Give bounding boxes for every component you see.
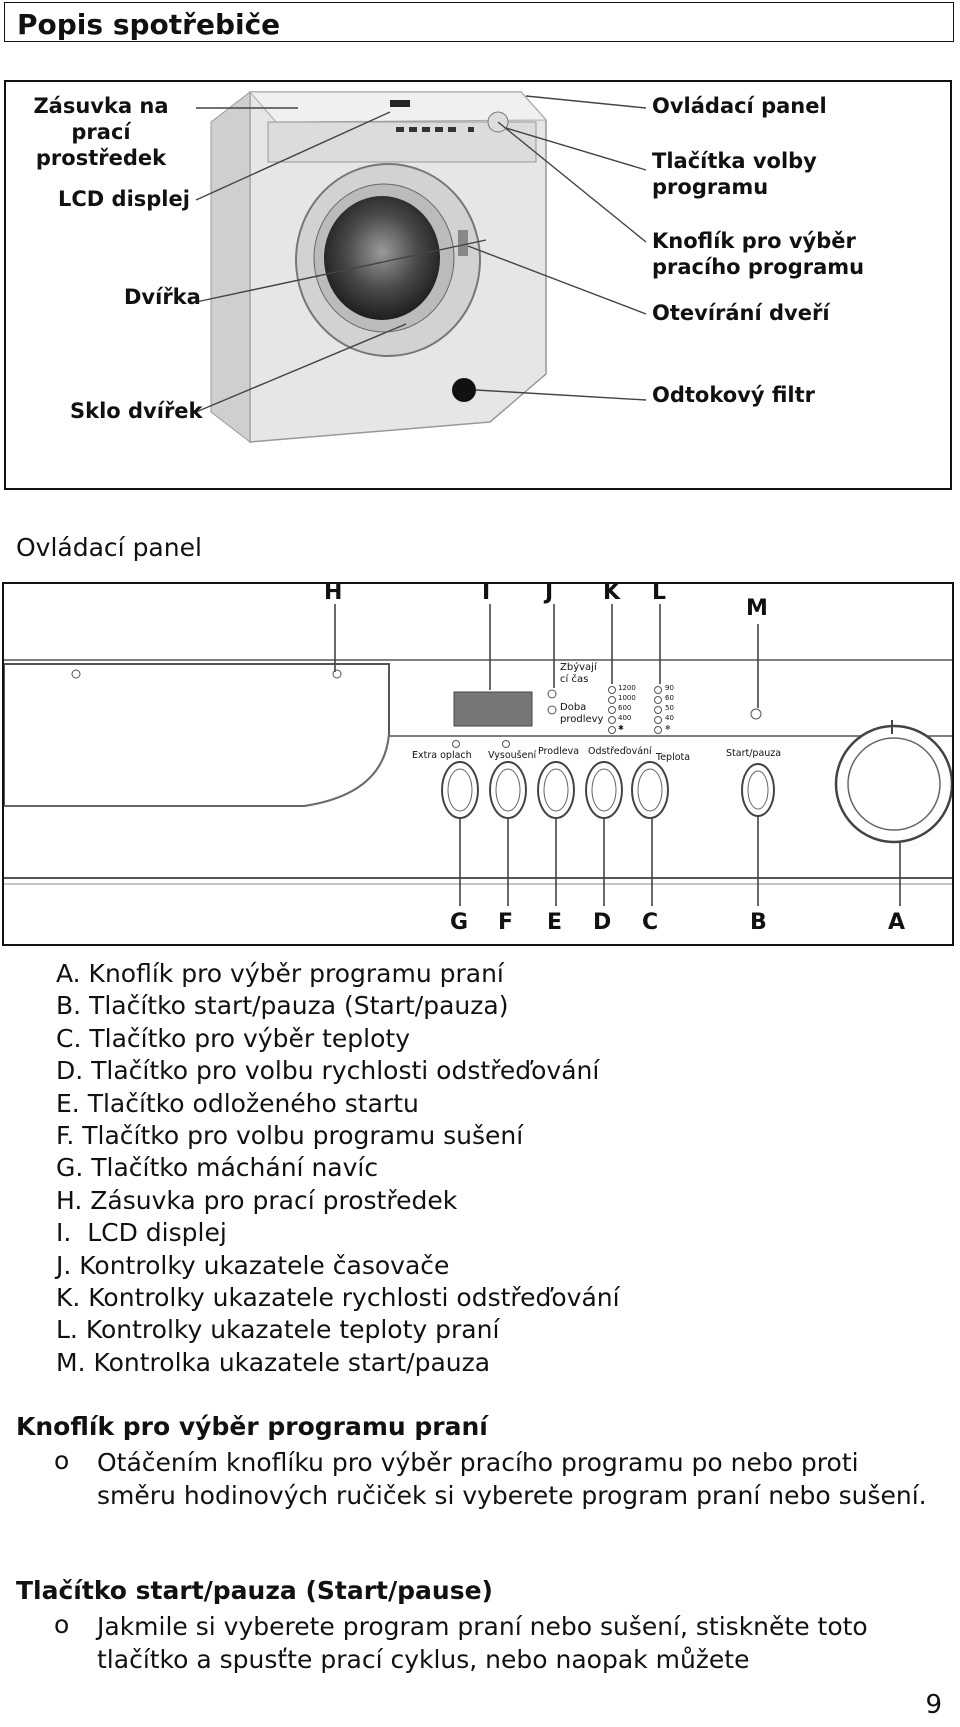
button-label-start-pause: Start/pauza — [726, 748, 782, 759]
spin-value-1000: 1000 — [618, 694, 636, 702]
legend-item: E. Tlačítko odloženého startu — [56, 1088, 419, 1118]
temp-value-90: 90 — [665, 684, 674, 692]
start-section-heading: Tlačítko start/pauza (Start/pause) — [16, 1576, 493, 1605]
spin-value-no-spin: ✱ — [618, 724, 624, 732]
legend-item: J. Kontrolky ukazatele časovače — [56, 1250, 450, 1280]
knob-section-text: Otáčením knoflíku pro výběr pracího prog… — [97, 1448, 927, 1510]
letter-m: M — [746, 596, 768, 621]
letter-d: D — [593, 910, 612, 935]
temp-value-60: 60 — [665, 694, 674, 702]
timer-label-delay: Doba prodlevy — [560, 702, 604, 725]
legend-item: A. Knoflík pro výběr programu praní — [56, 959, 504, 988]
letter-l: L — [652, 582, 667, 605]
control-panel-heading: Ovládací panel — [16, 533, 202, 562]
spin-value-1200: 1200 — [618, 684, 636, 692]
letter-i: I — [482, 582, 491, 605]
button-label-extra-rinse: Extra oplach — [412, 750, 472, 761]
timer-label-remaining: Zbývají cí čas — [560, 662, 597, 685]
page-heading: Popis spotřebiče — [17, 8, 281, 41]
label-detergent-drawer: Zásuvka na prací prostředek — [33, 94, 169, 170]
page-number: 9 — [925, 1690, 942, 1720]
label-door: Dvířka — [124, 285, 201, 309]
legend-item: F. Tlačítko pro volbu programu sušení — [56, 1120, 524, 1150]
appliance-figure: Zásuvka na prací prostředek LCD displej … — [4, 80, 952, 490]
label-program-buttons: Tlačítka volby programu — [652, 149, 817, 199]
label-lcd-display: LCD displej — [58, 187, 190, 211]
washing-machine-illustration — [195, 90, 647, 444]
temp-value-50: 50 — [665, 704, 674, 712]
letter-a: A — [888, 910, 906, 935]
letter-h: H — [324, 582, 343, 605]
legend-item: G. Tlačítko máchání navíc — [56, 1153, 379, 1183]
legend-item: L. Kontrolky ukazatele teploty praní — [56, 1315, 500, 1345]
legend-item: H. Zásuvka pro prací prostředek — [56, 1185, 458, 1215]
knob-bullet: o — [54, 1446, 70, 1475]
label-program-knob: Knoflík pro výběr pracího programu — [652, 229, 865, 279]
legend-item: M. Kontrolka ukazatele start/pauza — [56, 1347, 491, 1377]
component-legend: A. Knoflík pro výběr programu praní B. T… — [56, 958, 620, 1379]
letter-j: J — [545, 582, 554, 605]
letter-g: G — [450, 910, 469, 935]
legend-item: I. LCD displej — [56, 1218, 227, 1248]
label-door-glass: Sklo dvířek — [70, 399, 203, 423]
heading-box: Popis spotřebiče — [4, 2, 954, 42]
start-section-text: Jakmile si vyberete program praní nebo s… — [97, 1612, 868, 1674]
letter-e: E — [547, 910, 563, 935]
letter-f: F — [498, 910, 514, 935]
legend-item: B. Tlačítko start/pauza (Start/pauza) — [56, 991, 509, 1021]
control-panel-figure: H I J K L M G F E D C B A Zbývají cí čas… — [2, 582, 954, 946]
spin-value-400: 400 — [618, 714, 632, 722]
letter-c: C — [642, 910, 659, 935]
legend-item: C. Tlačítko pro výběr teploty — [56, 1023, 411, 1053]
button-label-delay: Prodleva — [538, 746, 580, 757]
label-drain-filter: Odtokový filtr — [652, 383, 816, 407]
letter-k: K — [603, 582, 621, 605]
legend-item: K. Kontrolky ukazatele rychlosti odstřeď… — [56, 1282, 620, 1312]
control-panel-illustration — [4, 604, 952, 906]
temp-value-cold: ❄ — [665, 724, 671, 732]
label-control-panel: Ovládací panel — [652, 94, 827, 118]
label-door-opening: Otevírání dveří — [652, 301, 830, 325]
button-label-spin: Odstřeďování — [588, 746, 652, 757]
temp-value-40: 40 — [665, 714, 674, 722]
start-bullet: o — [54, 1610, 70, 1639]
letter-b: B — [750, 910, 767, 935]
button-label-drying: Vysoušení — [488, 750, 537, 761]
legend-item: D. Tlačítko pro volbu rychlosti odstřeďo… — [56, 1056, 600, 1086]
spin-value-600: 600 — [618, 704, 632, 712]
knob-section-heading: Knoflík pro výběr programu praní — [16, 1412, 488, 1441]
button-label-temperature: Teplota — [656, 752, 691, 763]
